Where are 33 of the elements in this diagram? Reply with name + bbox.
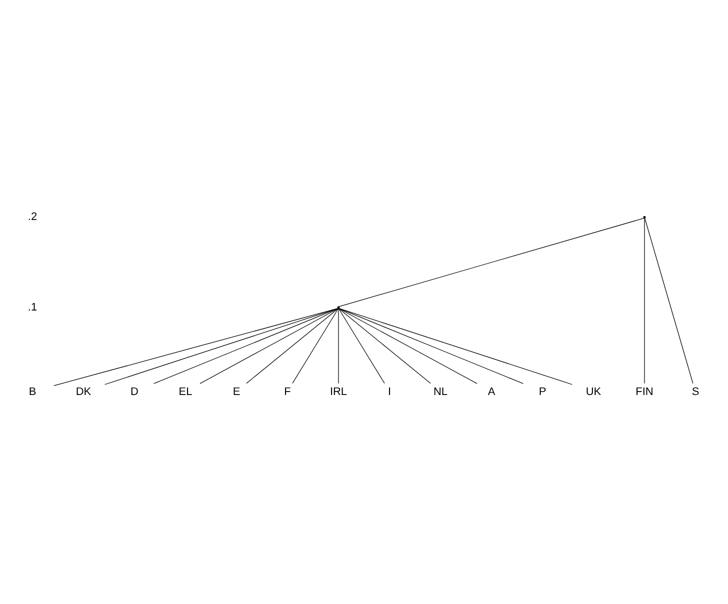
- node-text: E: [232, 386, 240, 398]
- node-text: UK: [586, 386, 602, 398]
- connector: [54, 308, 339, 386]
- node-text: B: [28, 386, 36, 398]
- node-text: P: [538, 386, 546, 398]
- node-text: I: [388, 386, 392, 398]
- node-text: NL: [433, 386, 448, 398]
- node-text: DK: [76, 386, 92, 398]
- connector: [644, 218, 694, 384]
- label: .2: [28, 211, 38, 224]
- connector: [104, 308, 339, 385]
- label: .1: [28, 301, 38, 314]
- connector: [644, 218, 645, 384]
- connector: [338, 308, 339, 384]
- node-text: F: [284, 386, 291, 398]
- node-point: [643, 216, 646, 218]
- node-point: [337, 306, 340, 309]
- connector: [338, 308, 572, 385]
- node-text: S: [692, 386, 700, 398]
- connector: [338, 308, 524, 384]
- connector: [338, 308, 431, 384]
- node-text: EL: [178, 386, 192, 398]
- connector: [338, 218, 645, 307]
- connector: [338, 308, 478, 384]
- node-text: FIN: [636, 386, 654, 398]
- connector: [338, 308, 385, 384]
- node-text: IRL: [330, 386, 348, 398]
- node-text: A: [488, 386, 496, 398]
- connector: [200, 308, 339, 384]
- node-text: D: [130, 386, 138, 398]
- connector: [292, 308, 339, 384]
- connector: [154, 308, 339, 384]
- connector: [246, 308, 339, 384]
